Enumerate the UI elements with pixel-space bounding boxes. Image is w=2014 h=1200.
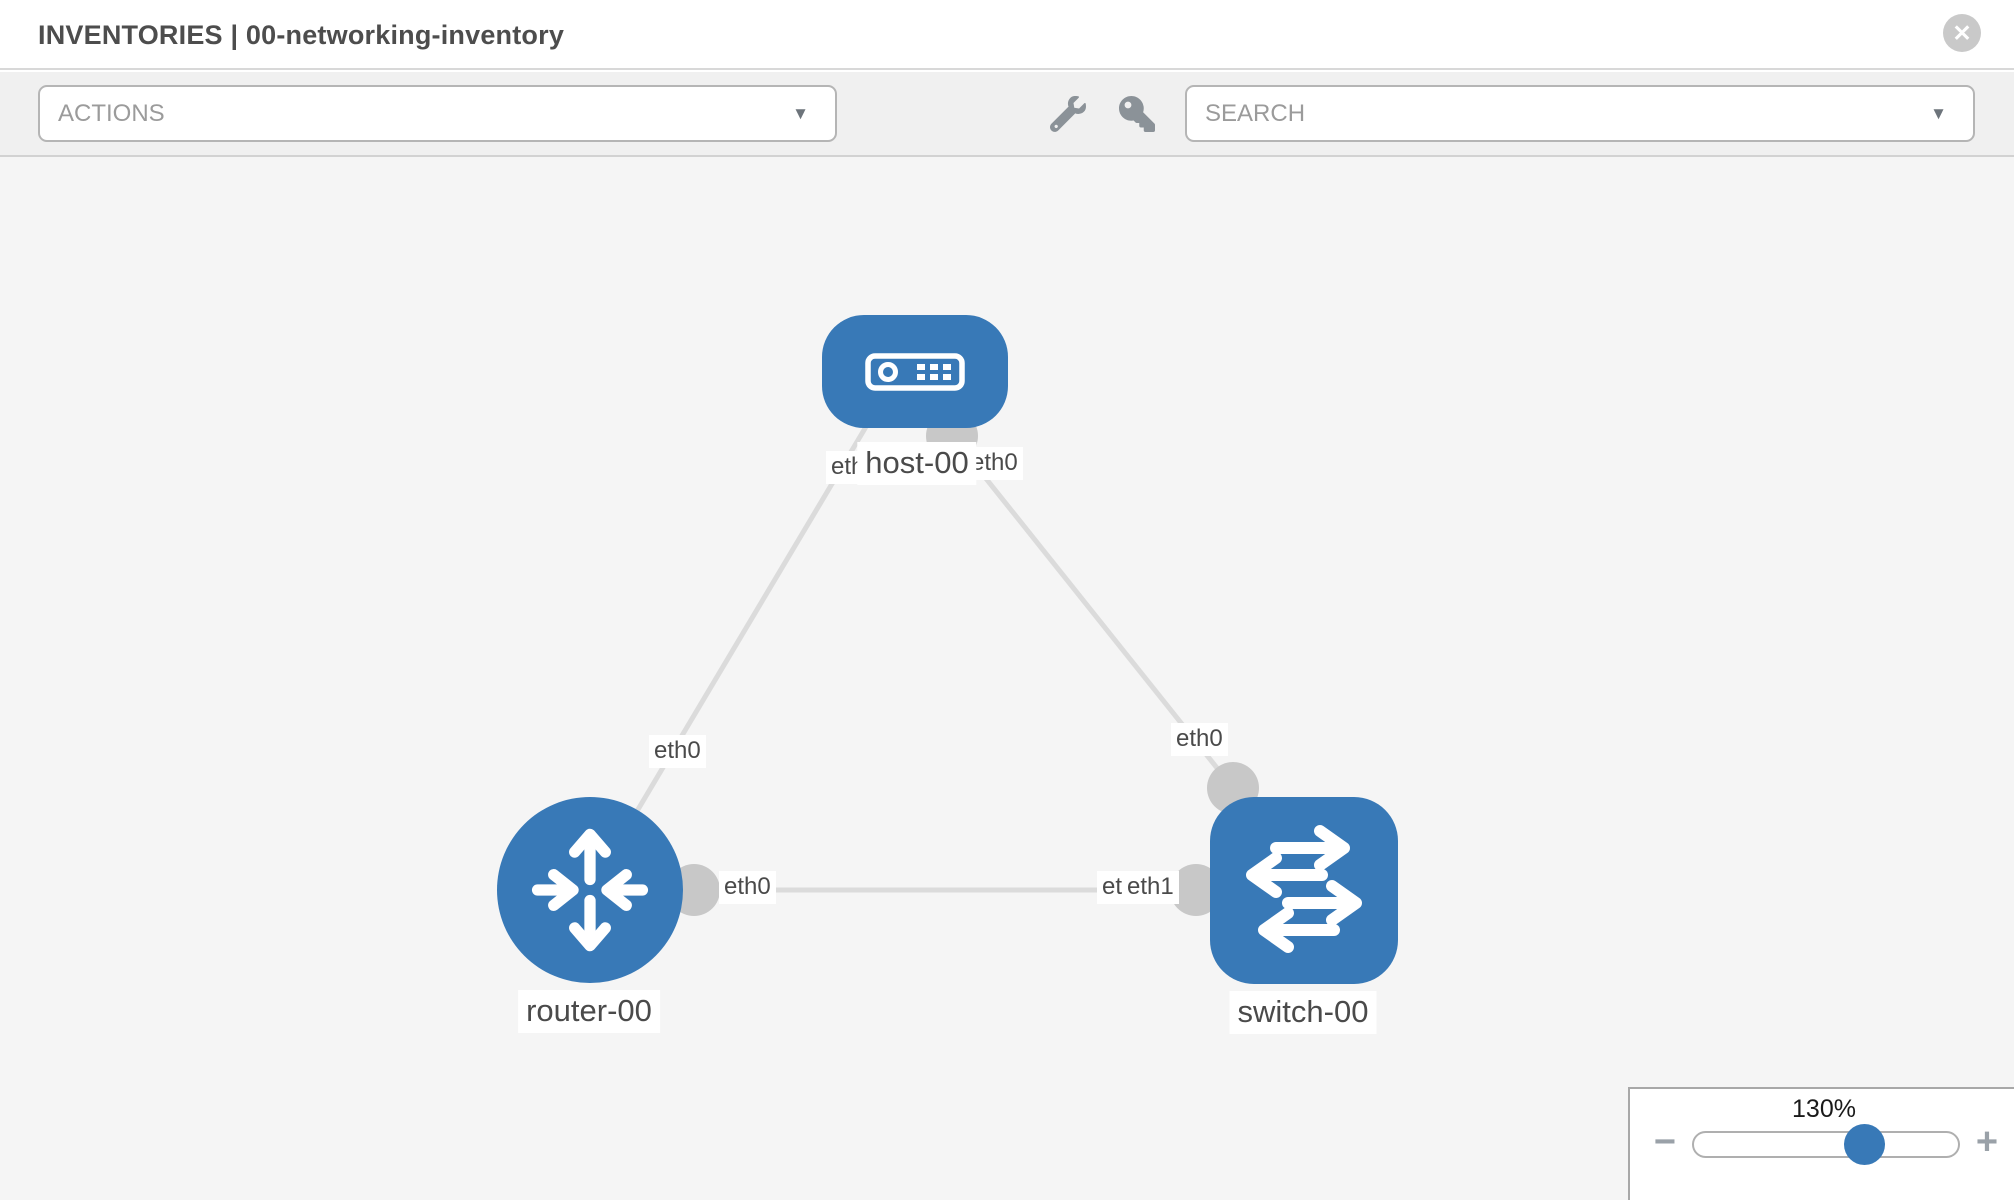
node-label-router[interactable]: router-00 xyxy=(518,990,660,1033)
zoom-slider-thumb[interactable] xyxy=(1844,1124,1885,1165)
topology-canvas[interactable] xyxy=(0,157,2014,1200)
key-icon[interactable] xyxy=(1119,96,1155,132)
zoom-in-plus-icon[interactable]: + xyxy=(1975,1121,1999,1163)
zoom-percentage: 130% xyxy=(1792,1095,1856,1123)
node-label-switch[interactable]: switch-00 xyxy=(1229,991,1377,1034)
node-switch[interactable] xyxy=(1210,797,1398,984)
switch-icon xyxy=(1246,825,1362,953)
header-bar: INVENTORIES | 00-networking-inventory ✕ xyxy=(0,0,2014,70)
close-icon[interactable]: ✕ xyxy=(1943,14,1981,52)
port-label-switch-top: eth0 xyxy=(1171,723,1228,756)
port-label-switch-left-eth1: eth1 xyxy=(1122,871,1179,904)
wrench-icon[interactable] xyxy=(1050,95,1086,132)
port-label-router-right: eth0 xyxy=(719,871,776,904)
node-host[interactable] xyxy=(822,315,1008,428)
toolbar: ACTIONS ▼ ▼ xyxy=(0,72,2014,157)
zoom-panel: 130% − + xyxy=(1628,1087,2014,1200)
zoom-out-minus-icon[interactable]: − xyxy=(1653,1121,1677,1163)
search-input[interactable] xyxy=(1187,87,1907,140)
actions-dropdown[interactable]: ACTIONS ▼ xyxy=(38,85,837,142)
zoom-slider[interactable] xyxy=(1692,1124,1960,1165)
node-router[interactable] xyxy=(497,797,683,983)
router-icon xyxy=(531,828,649,952)
search-combo: ▼ xyxy=(1185,85,1975,142)
port-circle-switch-left[interactable] xyxy=(1170,864,1222,916)
port-label-link-left: eth0 xyxy=(649,735,706,768)
node-label-host[interactable]: host-00 xyxy=(857,442,977,485)
chevron-down-icon: ▼ xyxy=(792,104,809,123)
page-title: INVENTORIES | 00-networking-inventory xyxy=(38,20,565,50)
host-icon xyxy=(865,352,965,391)
actions-dropdown-label: ACTIONS xyxy=(58,100,165,127)
chevron-down-icon[interactable]: ▼ xyxy=(1930,104,1947,123)
